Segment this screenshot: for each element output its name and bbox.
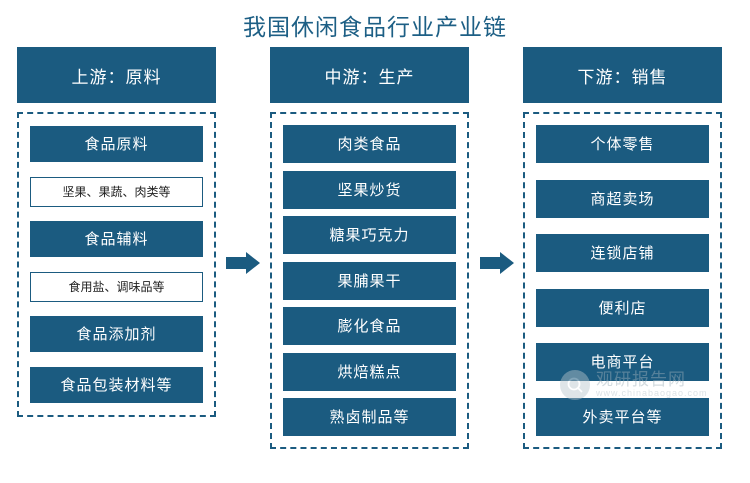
list-item[interactable]: 糖果巧克力 [283, 216, 456, 254]
list-item[interactable]: 肉类食品 [283, 125, 456, 163]
list-item[interactable]: 商超卖场 [536, 179, 709, 218]
column-header-downstream: 下游：销售 [523, 47, 722, 103]
list-item[interactable]: 食品辅料 [30, 221, 203, 258]
list-item[interactable]: 食用盐、调味品等 [30, 271, 203, 302]
column-header-upstream: 上游：原料 [17, 47, 216, 103]
arrow-right-icon [480, 252, 514, 274]
list-item[interactable]: 电商平台 [536, 343, 709, 382]
column-midstream: 中游：生产 肉类食品 坚果炒货 糖果巧克力 果脯果干 膨化食品 烘焙糕点 熟卤制… [270, 47, 469, 449]
list-item[interactable]: 连锁店铺 [536, 234, 709, 273]
list-item[interactable]: 坚果、果蔬、肉类等 [30, 176, 203, 207]
list-item[interactable]: 膨化食品 [283, 307, 456, 345]
column-body-downstream: 个体零售 商超卖场 连锁店铺 便利店 电商平台 外卖平台等 [523, 112, 722, 449]
list-item[interactable]: 果脯果干 [283, 261, 456, 300]
list-item[interactable]: 食品包装材料等 [30, 366, 203, 403]
column-body-midstream: 肉类食品 坚果炒货 糖果巧克力 果脯果干 膨化食品 烘焙糕点 熟卤制品等 [270, 112, 469, 449]
list-item[interactable]: 食品添加剂 [30, 316, 203, 353]
column-body-upstream: 食品原料 坚果、果蔬、肉类等 食品辅料 食用盐、调味品等 食品添加剂 食品包装材… [17, 112, 216, 417]
list-item[interactable]: 食品原料 [30, 126, 203, 162]
list-item[interactable]: 个体零售 [536, 125, 709, 163]
list-item[interactable]: 熟卤制品等 [283, 398, 456, 436]
page-title: 我国休闲食品行业产业链 [243, 14, 507, 40]
list-item[interactable]: 烘焙糕点 [283, 352, 456, 391]
column-upstream: 上游：原料 食品原料 坚果、果蔬、肉类等 食品辅料 食用盐、调味品等 食品添加剂… [17, 47, 216, 417]
column-header-midstream: 中游：生产 [270, 47, 469, 103]
arrow-right-icon [226, 252, 260, 274]
column-downstream: 下游：销售 个体零售 商超卖场 连锁店铺 便利店 电商平台 外卖平台等 [523, 47, 722, 449]
list-item[interactable]: 外卖平台等 [536, 397, 709, 436]
list-item[interactable]: 便利店 [536, 288, 709, 327]
list-item[interactable]: 坚果炒货 [283, 170, 456, 209]
